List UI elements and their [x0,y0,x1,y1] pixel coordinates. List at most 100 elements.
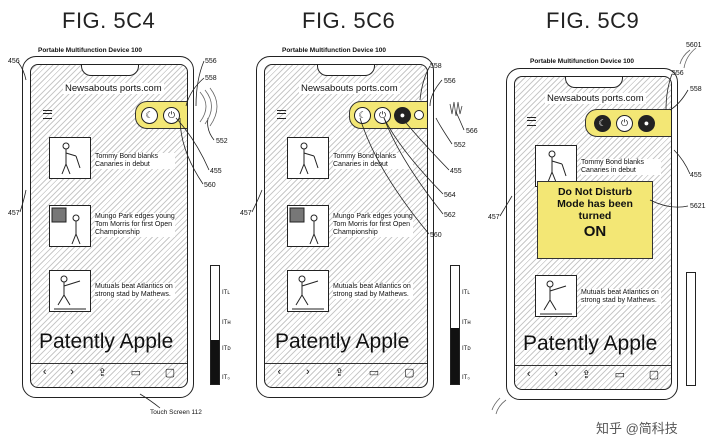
book-icon[interactable]: ▭ [614,368,625,381]
popup-line: turned [578,210,612,222]
meter-tick: ITʜ [222,320,231,326]
ref-label: 455 [450,168,462,175]
ref-label: 556 [444,78,456,85]
article-thumbnail-baseball [49,270,91,312]
meter-tick: ITᴅ [222,346,231,352]
tabs-icon[interactable]: ▢ [404,366,415,379]
tabs-icon[interactable]: ▢ [648,368,660,381]
ref-label: 562 [444,212,456,219]
apple-icon[interactable]: ● [638,115,655,132]
ref-label: 560 [430,232,442,239]
ref-label: 457 [8,210,20,217]
touch-screen: Newsabouts ports.com ☾ ⏻ ● Tommy Bond bl… [264,64,428,388]
back-icon[interactable]: ‹ [277,366,282,378]
ref-label: 5621 [690,203,706,210]
forward-icon[interactable]: › [554,368,558,380]
popup-line: Mode has been [557,198,633,210]
touch-screen: Newsabouts ports.com ☾ ⏻ Tommy Bond blan… [30,64,188,388]
article-thumbnail-baseball [535,275,577,317]
article-headline[interactable]: Tommy Bond blanks Canaries in debut [581,159,661,175]
brand-watermark: Patently Apple [275,330,410,353]
article-headline[interactable]: Mutuals beat Atlantics on strong stad by… [95,283,175,299]
ref-label: 558 [430,63,442,70]
menu-icon[interactable] [277,110,286,119]
control-center-panel[interactable]: ☾ ⏻ ● [585,109,671,137]
article-headline[interactable]: Mungo Park edges young Tom Morris for fi… [333,213,413,237]
ref-label: 566 [466,128,478,135]
article-headline[interactable]: Tommy Bond blanks Canaries in debut [333,153,413,169]
menu-icon[interactable] [527,117,536,126]
ref-label: 556 [672,70,684,77]
meter-tick: IT₀ [222,375,230,381]
brand-watermark: Patently Apple [523,332,658,355]
moon-icon[interactable]: ☾ [354,107,371,124]
moon-icon[interactable]: ☾ [594,115,611,132]
book-icon[interactable]: ▭ [130,366,141,379]
popup-line: Do Not Disturb [557,186,633,198]
tabs-icon[interactable]: ▢ [164,366,176,379]
control-center-panel[interactable]: ☾ ⏻ ● [349,101,427,129]
screen-caption: Touch Screen 112 [150,409,202,416]
ref-label: 457 [488,214,500,221]
moon-icon[interactable]: ☾ [141,107,158,124]
ref-label: 457 [240,210,252,217]
meter-fill [211,340,219,384]
article-thumbnail-golfer [287,137,329,179]
article-headline[interactable]: Mungo Park edges young Tom Morris for fi… [95,213,175,237]
do-not-disturb-popup: Do Not Disturb Mode has been turned ON [537,181,653,259]
meter-tick: ITʟ [462,290,470,296]
power-icon[interactable]: ⏻ [163,107,180,124]
brand-watermark: Patently Apple [39,330,174,353]
device-caption: Portable Multifunction Device 100 [530,58,635,65]
meter-tick: ITʟ [222,290,230,296]
power-icon[interactable]: ⏻ [616,115,633,132]
ref-label: 455 [210,168,222,175]
ref-label: 558 [690,86,702,93]
intensity-meter [210,265,220,385]
book-icon[interactable]: ▭ [368,366,380,379]
ref-label: 552 [216,138,228,145]
ref-label: 564 [444,192,456,199]
bottom-toolbar: ‹ › ⇪ ▭ ▢ [515,365,671,382]
ref-label: 456 [8,58,20,65]
meter-tick: ITʜ [462,320,471,326]
share-icon[interactable]: ⇪ [581,368,591,381]
device-caption: Portable Multifunction Device 100 [38,47,143,54]
bottom-toolbar: ‹ › ⇪ ▭ ▢ [31,363,187,380]
ref-label: 560 [204,182,216,189]
intensity-meter [450,265,460,385]
article-headline[interactable]: Mutuals beat Atlantics on strong stad by… [333,283,413,299]
forward-icon[interactable]: › [70,366,74,378]
share-icon[interactable]: ⇪ [334,366,344,379]
url-label: Newsabouts ports.com [63,83,164,94]
figure-title-5c6: FIG. 5C6 [302,8,396,33]
back-icon[interactable]: ‹ [526,368,531,380]
figure-title-5c9: FIG. 5C9 [546,8,640,33]
apple-icon[interactable]: ● [394,107,411,124]
dot-icon[interactable] [414,110,424,120]
url-label: Newsabouts ports.com [545,93,646,104]
bottom-toolbar: ‹ › ⇪ ▭ ▢ [265,363,427,380]
watermark: 知乎 @简科技 [596,421,678,436]
figure-title-5c4: FIG. 5C4 [62,8,156,33]
control-center-panel[interactable]: ☾ ⏻ [135,101,187,129]
back-icon[interactable]: ‹ [42,366,47,378]
forward-icon[interactable]: › [306,366,310,378]
menu-icon[interactable] [43,110,52,119]
device-caption: Portable Multifunction Device 100 [282,47,387,54]
intensity-meter [686,272,696,386]
article-headline[interactable]: Tommy Bond blanks Canaries in debut [95,153,175,169]
ref-label: 5601 [686,42,702,49]
power-icon[interactable]: ⏻ [374,107,391,124]
meter-fill [451,328,459,384]
share-icon[interactable]: ⇪ [97,366,107,379]
touch-screen: Newsabouts ports.com ☾ ⏻ ● Tommy Bond bl… [514,76,672,390]
ref-label: 455 [690,172,702,179]
article-thumbnail-golfer [535,145,577,187]
meter-tick: IT₀ [462,375,470,381]
popup-state: ON [583,223,607,240]
article-thumbnail-golfer [49,137,91,179]
article-thumbnail-golfers [287,205,329,247]
article-headline[interactable]: Mutuals beat Atlantics on strong stad by… [581,289,661,305]
